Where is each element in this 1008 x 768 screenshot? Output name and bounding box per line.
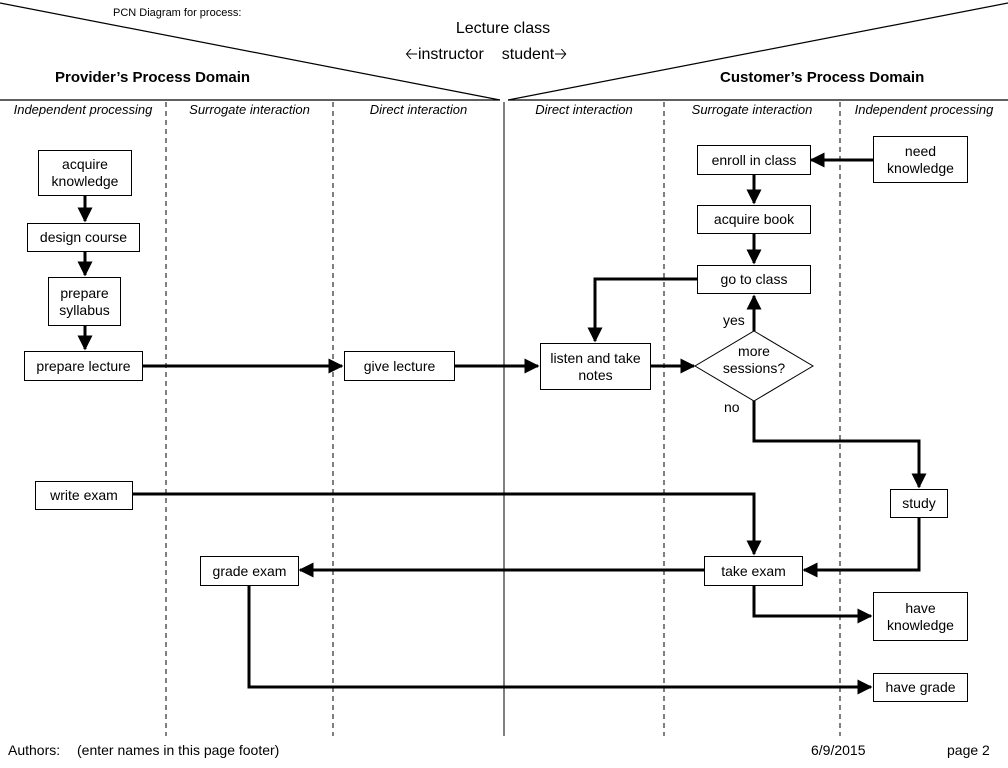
diagram-title: Lecture class [455, 20, 551, 37]
lane-customer-surrogate: Surrogate interaction [691, 102, 813, 117]
step-design-course: design course [27, 223, 140, 252]
customer-header-diagonal [507, 2, 1008, 101]
left-arrow-icon: 🡠 [405, 46, 418, 63]
arrow-study-to-take [802, 518, 921, 578]
arrow-write-to-take [133, 492, 762, 556]
step-write-exam: write exam [35, 481, 133, 510]
step-study: study [890, 489, 948, 518]
direction-line: 🡠instructor student🡢 [405, 43, 567, 70]
step-acquire-knowledge: acquire knowledge [38, 150, 132, 196]
step-prepare-lecture: prepare lecture [24, 351, 143, 381]
step-acquire-book: acquire book [697, 205, 811, 234]
step-take-exam: take exam [704, 556, 803, 586]
lane-customer-direct: Direct interaction [535, 102, 633, 117]
footer-authors-label: Authors: [8, 742, 61, 758]
step-give-lecture: give lecture [344, 351, 455, 381]
step-prepare-syllabus: prepare syllabus [48, 277, 121, 326]
lane-provider-direct: Direct interaction [369, 102, 468, 117]
branch-yes-label: yes [723, 312, 745, 328]
diagram-caption: PCN Diagram for process: [113, 7, 242, 19]
provider-header-diagonal [0, 2, 501, 101]
footer-date: 6/9/2015 [811, 742, 866, 758]
step-have-grade: have grade [873, 673, 968, 702]
student-label: student [501, 46, 555, 63]
step-listen-take-notes: listen and take notes [540, 343, 651, 390]
arrow-grade-to-have-grade [247, 586, 873, 695]
branch-no-label: no [724, 399, 740, 415]
arrow-take-to-knowledge [752, 586, 873, 624]
decision-more-sessions: more sessions? [722, 343, 786, 376]
arrow-class-to-listen [587, 277, 697, 343]
decision-diamond [694, 330, 814, 402]
lane-customer-independent: Independent processing [854, 102, 994, 117]
right-arrow-icon: 🡢 [554, 46, 568, 63]
lane-provider-surrogate: Surrogate interaction [189, 102, 310, 117]
provider-domain-title: Provider’s Process Domain [55, 69, 251, 86]
customer-domain-title: Customer’s Process Domain [720, 69, 925, 86]
footer-authors-value: (enter names in this page footer) [77, 742, 280, 758]
instructor-label: instructor [417, 46, 484, 63]
lane-provider-independent: Independent processing [13, 102, 153, 117]
step-need-knowledge: need knowledge [873, 136, 968, 183]
step-have-knowledge: have knowledge [873, 592, 968, 641]
step-go-to-class: go to class [697, 265, 811, 294]
footer-page-number: page 2 [947, 742, 990, 758]
step-grade-exam: grade exam [200, 556, 299, 586]
step-enroll-in-class: enroll in class [697, 145, 811, 175]
arrow-decision-no-to-study [752, 400, 927, 489]
